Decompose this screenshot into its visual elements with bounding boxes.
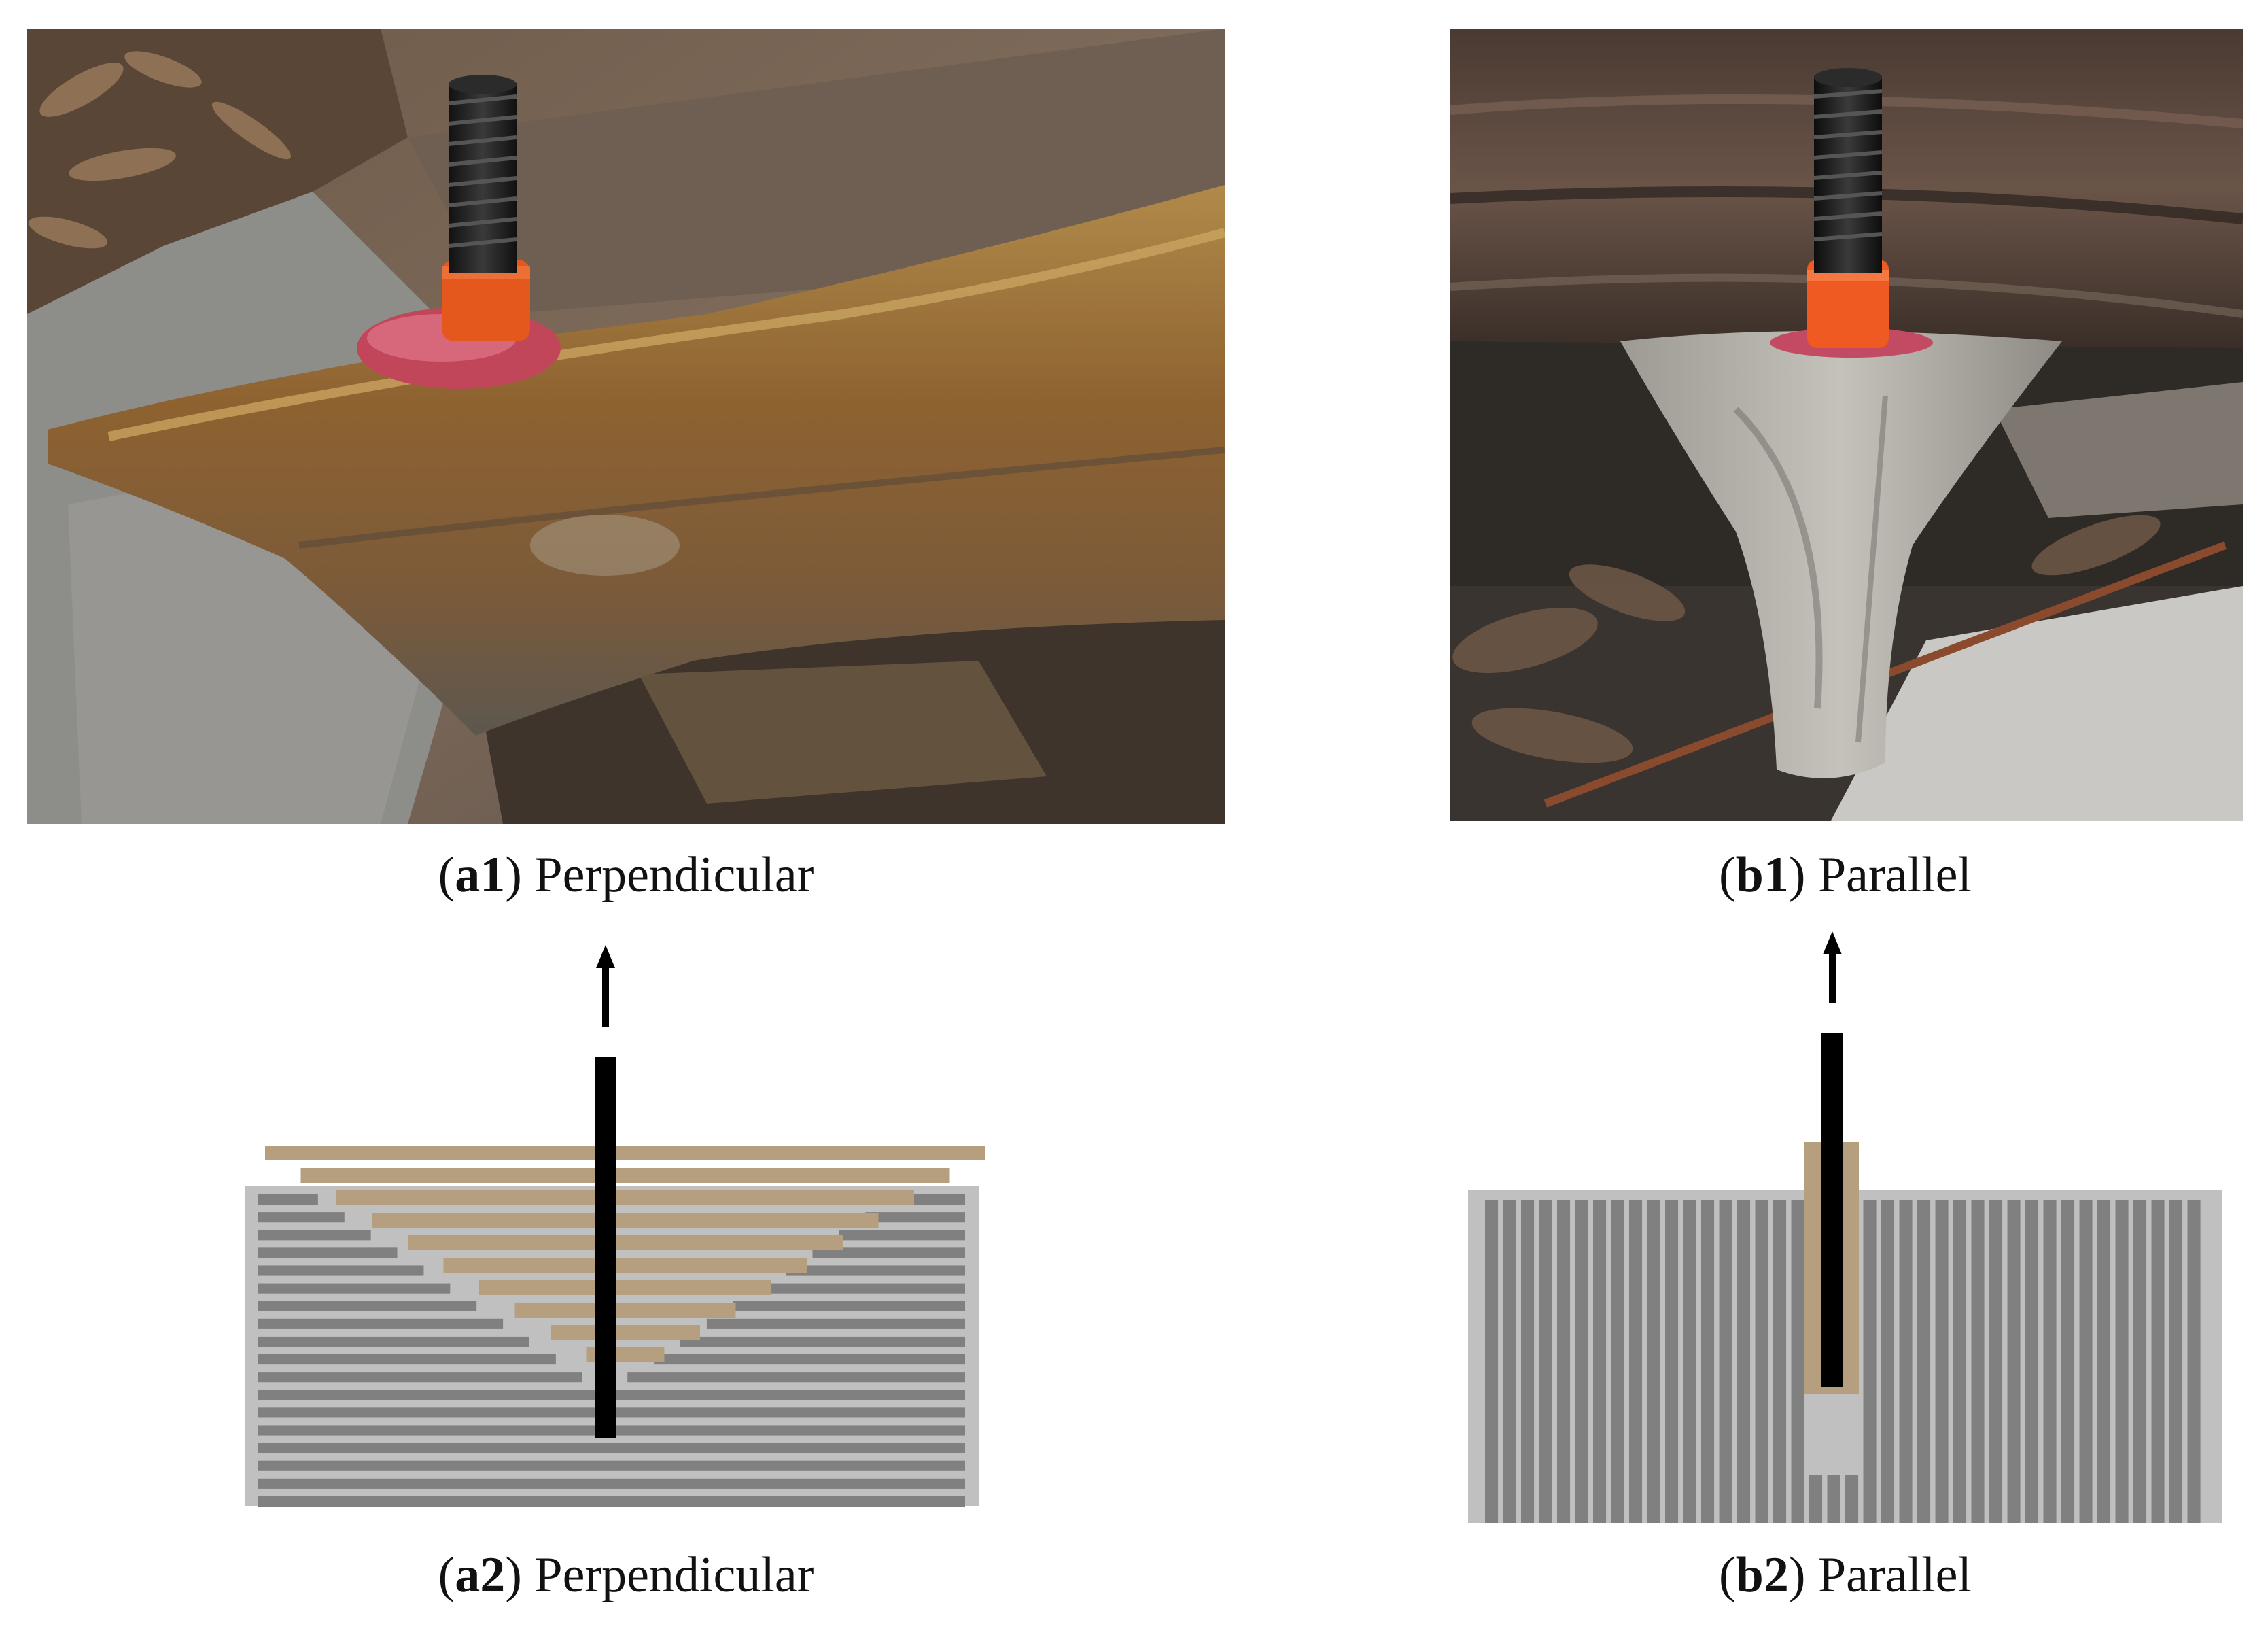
anchor-rod-b2 xyxy=(1821,1033,1843,1387)
rock-layer-a2-right xyxy=(706,1318,965,1329)
rock-layer-b2 xyxy=(1593,1200,1607,1523)
rock-layer-a2-right xyxy=(733,1301,965,1311)
rock-layer-a2-left xyxy=(258,1283,451,1294)
rock-layer-a2-full xyxy=(258,1478,965,1489)
rock-layer-b2 xyxy=(1485,1200,1499,1523)
anchor-rod-a2 xyxy=(595,1057,616,1438)
rock-layer-b2 xyxy=(1881,1200,1895,1523)
caption-a2-tag: a2 xyxy=(455,1547,506,1603)
failure-cone-plate-a2 xyxy=(372,1213,879,1228)
rock-layer-b2 xyxy=(1647,1200,1660,1523)
caption-b1-tag: b1 xyxy=(1735,847,1789,903)
rock-layer-b2 xyxy=(1737,1200,1751,1523)
rock-layer-a2-right xyxy=(839,1230,965,1241)
rock-layer-b2 xyxy=(2079,1200,2093,1523)
rock-layer-a2-left xyxy=(258,1354,556,1365)
rock-layer-b2 xyxy=(1665,1200,1679,1523)
caption-a1: (a1) Perpendicular xyxy=(438,847,814,903)
rock-layer-b2 xyxy=(1791,1200,1804,1523)
pull-arrow-b2-head xyxy=(1823,931,1842,954)
caption-a2: (a2) Perpendicular xyxy=(438,1547,814,1603)
void-b2 xyxy=(1804,1394,1859,1475)
caption-a2-label: Perpendicular xyxy=(534,1547,814,1603)
rock-layer-b2 xyxy=(1701,1200,1715,1523)
diagram-a2-perpendicular xyxy=(245,931,992,1516)
rock-layer-a2-left xyxy=(258,1372,582,1383)
rock-layer-a2-left xyxy=(258,1301,477,1311)
rock-layer-b2 xyxy=(1683,1200,1696,1523)
failure-cone-plate-a2 xyxy=(336,1190,914,1205)
rock-layer-b2 xyxy=(1539,1200,1552,1523)
photo-b1-illustration xyxy=(1450,29,2243,821)
caption-b2-tag: b2 xyxy=(1735,1547,1789,1603)
rock-layer-b2 xyxy=(2097,1200,2111,1523)
caption-a1-tag: a1 xyxy=(455,847,506,903)
rock-layer-b2 xyxy=(2115,1200,2129,1523)
rock-layer-a2-right xyxy=(627,1372,965,1383)
diagram-b2-svg xyxy=(1468,931,2222,1523)
failure-cone-plate-a2 xyxy=(443,1258,807,1273)
rock-layer-b2 xyxy=(1521,1200,1535,1523)
photo-a1-perpendicular xyxy=(27,29,1225,824)
rock-layer-a2-left xyxy=(258,1247,398,1258)
rock-layer-a2-left xyxy=(258,1230,371,1241)
rock-layer-a2-right xyxy=(680,1336,965,1347)
photo-a1-illustration xyxy=(27,29,1225,824)
rock-layer-b2 xyxy=(1971,1200,1985,1523)
rock-layer-a2-full xyxy=(258,1460,965,1471)
rock-layer-b2 xyxy=(1629,1200,1643,1523)
rock-layer-a2-right xyxy=(865,1212,965,1223)
rock-layer-b2 xyxy=(1863,1200,1877,1523)
rock-layer-b2 xyxy=(1917,1200,1931,1523)
rock-layer-b2 xyxy=(2151,1200,2165,1523)
caption-b2: (b2) Parallel xyxy=(1719,1547,1972,1603)
caption-b1-label: Parallel xyxy=(1817,847,1972,903)
rock-layer-b2 xyxy=(1719,1200,1732,1523)
rock-layer-b2 xyxy=(2133,1200,2147,1523)
rock-layer-a2-right xyxy=(654,1354,965,1365)
rock-layer-b2 xyxy=(1773,1200,1787,1523)
rock-layer-b2 xyxy=(1899,1200,1913,1523)
rock-layer-b2 xyxy=(1557,1200,1571,1523)
rock-layer-b2 xyxy=(1989,1200,2003,1523)
rock-layer-b2 xyxy=(1503,1200,1516,1523)
rock-layer-b2 xyxy=(2043,1200,2057,1523)
failure-cone-plate-a2 xyxy=(514,1303,736,1318)
rock-layer-a2-right xyxy=(812,1247,965,1258)
caption-a1-label: Perpendicular xyxy=(534,847,814,903)
rock-layer-b2 xyxy=(1575,1200,1588,1523)
rock-layer-a2-right xyxy=(786,1265,965,1276)
failure-cone-plate-a2 xyxy=(551,1325,700,1340)
rock-layer-a2-left xyxy=(258,1336,529,1347)
diagram-a2-svg xyxy=(245,945,985,1507)
rock-layer-b2 xyxy=(2061,1200,2075,1523)
rock-layer-a2-left xyxy=(258,1265,424,1276)
rock-layer-b2 xyxy=(1935,1200,1949,1523)
rock-layer-a2-right xyxy=(759,1283,965,1294)
rock-layer-a2-left xyxy=(258,1318,504,1329)
caption-b2-label: Parallel xyxy=(1817,1547,1972,1603)
rock-layer-a2-full xyxy=(258,1443,965,1453)
diagram-b2-parallel xyxy=(1461,918,2229,1530)
rock-layer-b2 xyxy=(1755,1200,1768,1523)
rock-layer-b2 xyxy=(1953,1200,1967,1523)
rock-layer-b2 xyxy=(1611,1200,1624,1523)
photo-b1-parallel xyxy=(1450,29,2243,821)
rock-layer-b2 xyxy=(2025,1200,2039,1523)
failure-cone-plate-a2 xyxy=(408,1235,843,1250)
failure-cone-plate-a2 xyxy=(479,1280,771,1295)
rock-layer-a2-left xyxy=(258,1194,318,1205)
pull-arrow-a2-head xyxy=(596,945,615,968)
rock-layer-a2-left xyxy=(258,1212,345,1223)
failure-cone-plate-a2 xyxy=(300,1168,950,1183)
rock-layer-b2 xyxy=(2187,1200,2201,1523)
failure-cone-plate-a2 xyxy=(265,1146,985,1160)
rock-layer-b2 xyxy=(2007,1200,2021,1523)
rock-layer-a2-full xyxy=(258,1496,965,1507)
caption-b1: (b1) Parallel xyxy=(1719,847,1972,903)
rock-layer-b2 xyxy=(2169,1200,2183,1523)
